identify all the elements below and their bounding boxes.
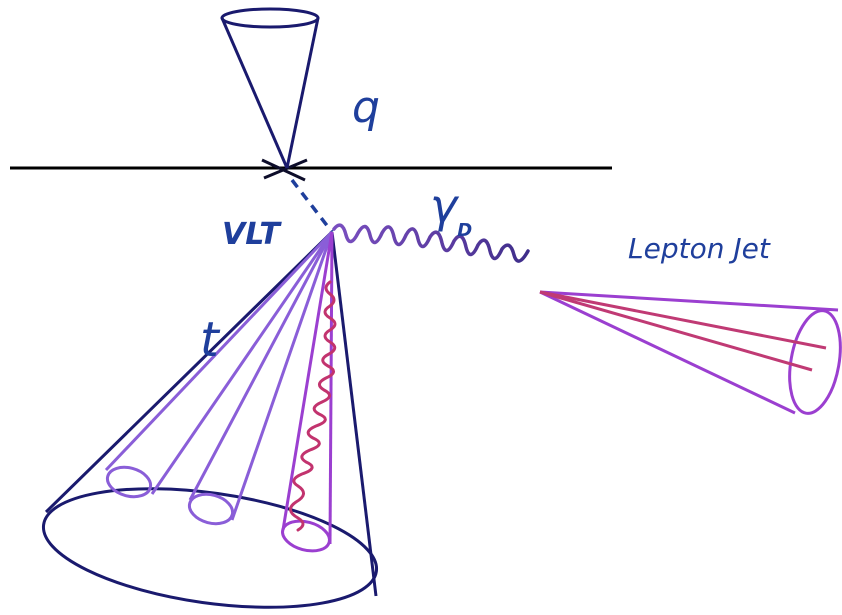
dark-photon-wave: [332, 223, 530, 263]
quark-cone: [220, 7, 320, 169]
lepton-line-1: [539, 290, 827, 350]
lepton-jet-cone: [539, 290, 842, 415]
subjet-1: [104, 230, 334, 499]
subjet-2: [187, 231, 334, 526]
dark-photon-label: γD: [430, 179, 472, 241]
dark-photon-subscript: D: [457, 220, 472, 241]
vlt-dashed-line: [290, 178, 334, 234]
vertex-cross: [261, 158, 308, 182]
lepton-line-2: [539, 290, 813, 372]
dark-photon-symbol: γ: [430, 179, 460, 233]
vlt-label: VLT: [222, 217, 282, 252]
pink-squiggle: [289, 280, 337, 532]
lepton-jet-label: Lepton Jet: [628, 232, 771, 265]
subjet-3: [281, 231, 334, 553]
quark-label: q: [352, 82, 380, 133]
top-jet-cone: [41, 230, 379, 609]
top-label: t: [200, 312, 221, 368]
